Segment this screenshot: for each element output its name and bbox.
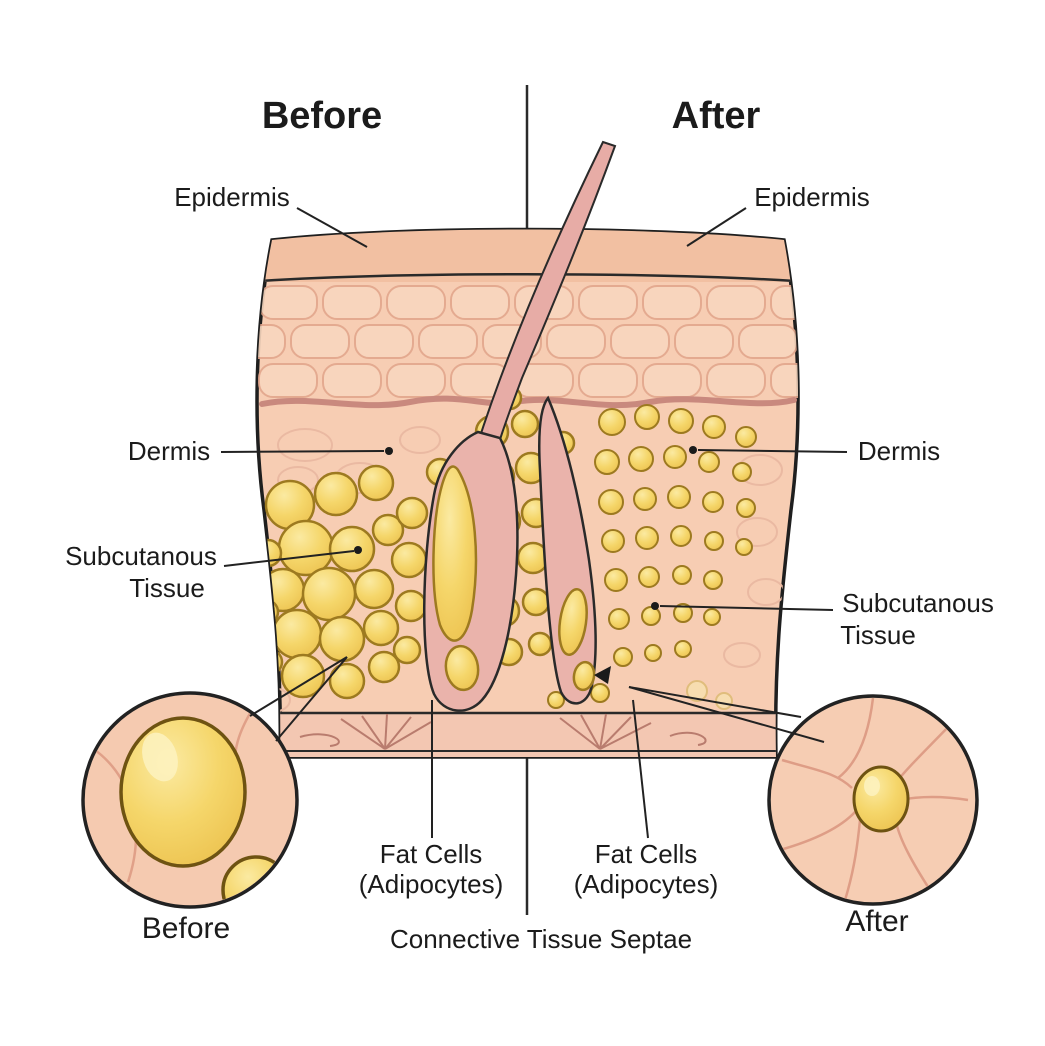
subcutaneous-right-leader bbox=[659, 605, 834, 611]
dermis-left-leader bbox=[220, 450, 385, 453]
inset-before-circle bbox=[81, 691, 299, 909]
follicle-fat-left-small bbox=[444, 644, 480, 692]
label-subcutaneous-right-2: Tissue bbox=[840, 620, 916, 650]
title-after: After bbox=[672, 95, 761, 137]
label-epidermis-right: Epidermis bbox=[754, 182, 870, 212]
title-before: Before bbox=[262, 95, 382, 137]
label-fat-cells-right-1: Fat Cells bbox=[595, 839, 698, 869]
inset-after-circle bbox=[767, 694, 979, 906]
fat-cells-after bbox=[594, 404, 757, 710]
inset-after-leader-2 bbox=[628, 686, 825, 743]
hair-follicle-structures bbox=[422, 140, 617, 712]
label-subcutaneous-left-2: Tissue bbox=[129, 573, 205, 603]
leader-lines bbox=[220, 207, 848, 839]
epidermis-left-leader bbox=[296, 207, 368, 248]
subcutaneous-left-leader bbox=[223, 550, 355, 567]
inset-before-leader-2 bbox=[275, 656, 348, 742]
label-inset-before: Before bbox=[142, 912, 230, 945]
label-connective-tissue: Connective Tissue Septae bbox=[390, 924, 692, 954]
inset-before-leader-1 bbox=[249, 656, 348, 717]
label-subcutaneous-left-1: Subcutanous bbox=[65, 541, 217, 571]
label-dermis-left: Dermis bbox=[128, 436, 210, 466]
follicle-fat-right-small bbox=[572, 660, 596, 692]
arrow-marker bbox=[594, 666, 611, 684]
label-dermis-right: Dermis bbox=[858, 436, 940, 466]
fat-cells-right-leader bbox=[632, 699, 649, 839]
dermis-right-leader bbox=[697, 449, 848, 453]
follicle-fat-right bbox=[558, 588, 588, 656]
inset-before-fat-cell bbox=[119, 716, 247, 868]
skin-cross-section bbox=[255, 140, 800, 759]
connective-band bbox=[257, 711, 799, 757]
epidermis-right-leader bbox=[686, 207, 747, 247]
inset-after-leader-1 bbox=[628, 686, 802, 718]
label-fat-cells-left-1: Fat Cells bbox=[380, 839, 483, 869]
inset-after-fat-cell bbox=[852, 765, 910, 833]
label-fat-cells-left-2: (Adipocytes) bbox=[359, 869, 504, 899]
label-inset-after: After bbox=[845, 905, 908, 938]
label-fat-cells-right-2: (Adipocytes) bbox=[574, 869, 719, 899]
follicle-fat-left bbox=[432, 465, 478, 642]
label-subcutaneous-right-1: Subcutanous bbox=[842, 588, 994, 618]
label-epidermis-left: Epidermis bbox=[174, 182, 290, 212]
